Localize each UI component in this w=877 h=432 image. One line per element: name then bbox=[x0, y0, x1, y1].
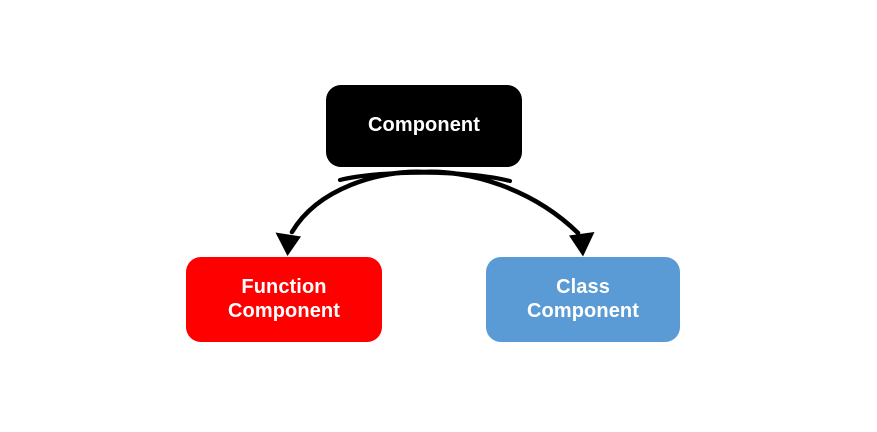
node-class-component-label: Class Component bbox=[527, 275, 639, 322]
connector-root-to-function bbox=[275, 169, 427, 256]
node-function-component-label: Function Component bbox=[228, 275, 340, 322]
node-function-component[interactable]: Function Component bbox=[186, 257, 382, 342]
connector-root-to-class bbox=[421, 169, 595, 257]
connector-arc-crest bbox=[337, 170, 513, 184]
node-class-component[interactable]: Class Component bbox=[486, 257, 680, 342]
node-component[interactable]: Component bbox=[326, 85, 522, 167]
node-component-label: Component bbox=[368, 114, 480, 137]
